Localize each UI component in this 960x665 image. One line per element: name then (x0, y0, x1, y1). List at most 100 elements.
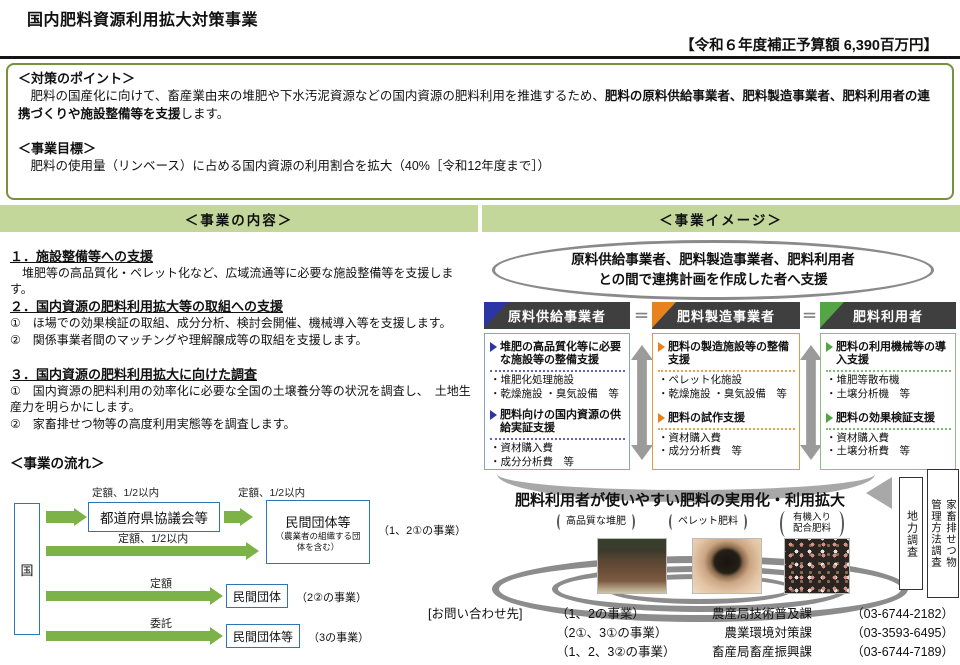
dotted-divider (490, 370, 625, 373)
flow-box-private-org-3: 民間団体等 (226, 624, 300, 648)
dotted-divider (826, 370, 951, 373)
dotted-divider (658, 427, 795, 430)
item2-sub2: ② 関係事業者間のマッチングや理解醸成等の取組を支援します。 (10, 333, 368, 347)
page-title: 国内肥料資源利用拡大対策事業 (27, 12, 259, 29)
contact-tel: （03-3593-6495） (851, 626, 954, 640)
corner-triangle-orange (652, 302, 676, 328)
flow-arrow-2 (224, 511, 240, 523)
partnership-ellipse: 原料供給事業者、肥料製造事業者、肥料利用者 との間で連携計画を作成した者へ支援 (492, 240, 934, 300)
exchange-arrow-icon (631, 345, 653, 460)
equals-sign-2: ＝ (802, 308, 818, 325)
photo-label-pellet: ペレット肥料 (669, 514, 747, 530)
flow-box-private-org-1-label: 民間団体等 (285, 514, 351, 530)
flow-arrow-1 (46, 511, 74, 523)
goal-body: 肥料の使用量（リンベース）に占める国内資源の利用割合を拡大（40%［令和12年度… (18, 159, 551, 174)
flow-note-3: （3の事業） (308, 632, 370, 644)
practical-use-heading: 肥料利用者が使いやすい肥料の実用化・利用拡大 (514, 492, 845, 509)
section-header-image: ＜事業イメージ＞ (482, 205, 960, 232)
points-body: 肥料の国産化に向けて、畜産業由来の堆肥や下水汚泥資源などの国内資源の肥料利用を推… (18, 88, 942, 124)
flow-label-3: 定額、1/2以内 (118, 533, 189, 545)
points-body-bold: 肥料の原料供給事業者、肥料製造事業者、肥料利用者の連携づくりや施設整備等を支援 (18, 89, 930, 122)
survey-box-livestock-waste-line2: 管理方法調査 (930, 499, 942, 568)
support-title: 堆肥の高品質化等に必要な施設等の整備支援 (500, 341, 621, 367)
points-title: ＜対策のポイント＞ (18, 71, 136, 86)
header-divider (0, 56, 960, 59)
survey-box-livestock-waste-line1: 家畜排せつ物 (945, 499, 957, 568)
equals-sign-1: ＝ (634, 308, 650, 325)
column-header-user: 肥料利用者 (820, 302, 956, 329)
points-body-pre: 肥料の国産化に向けて、畜産業由来の堆肥や下水汚泥資源などの国内資源の肥料利用を推… (18, 89, 605, 104)
column-header-manufacturer-label: 肥料製造事業者 (676, 309, 775, 324)
item2-sub1: ① ほ場での効果検証の取組、成分分析、検討会開催、機械導入等を支援します。 (10, 316, 452, 330)
support-item: ・ペレット化施設 (658, 374, 742, 387)
bullet-arrow-icon (826, 342, 833, 352)
column-header-supplier-label: 原料供給事業者 (507, 309, 606, 324)
flow-box-private-org-1-sub: （農業者の組織する団体を含む） (275, 530, 361, 552)
summary-box: ＜対策のポイント＞ 肥料の国産化に向けて、畜産業由来の堆肥や下水汚泥資源などの国… (6, 63, 954, 200)
support-item: ・土壌分析費 等 (826, 445, 910, 458)
flow-arrow-3 (46, 546, 246, 556)
flow-arrow-5 (46, 631, 210, 641)
flow-label-5: 委託 (150, 618, 172, 630)
contact-scope: （2①、3①の事業） (556, 626, 668, 640)
support-item: ・堆肥等散布機 (826, 374, 900, 387)
survey-box-soil-fertility: 地力調査 (899, 477, 923, 590)
photo-pellet-hands (692, 538, 762, 594)
support-item: ・堆肥化処理施設 (490, 374, 574, 387)
support-title: 肥料の製造施設等の整備支援 (668, 341, 789, 367)
flow-box-prefectural-council: 都道府県協議会等 (88, 502, 220, 532)
item3-title: ３．国内資源の肥料利用拡大に向けた調査 (10, 367, 258, 382)
budget-label: 【令和６年度補正予算額 6,390百万円】 (680, 38, 938, 54)
ellipse-line2: との間で連携計画を作成した者へ支援 (598, 272, 828, 287)
column-header-user-label: 肥料利用者 (852, 309, 923, 324)
flow-note-1: （1、2①の事業） (378, 525, 467, 537)
photo-compost (597, 538, 667, 594)
bullet-arrow-icon (826, 412, 833, 423)
flow-title: ＜事業の流れ＞ (10, 456, 105, 471)
flow-box-private-org-1: 民間団体等 （農業者の組織する団体を含む） (266, 500, 370, 564)
photo-label-compost: 高品質な堆肥 (557, 514, 635, 530)
column-header-manufacturer: 肥料製造事業者 (652, 302, 800, 329)
bullet-arrow-icon (490, 342, 497, 352)
flow-box-national: 国 (14, 503, 40, 635)
support-item: ・資材購入費 (490, 442, 553, 455)
flow-label-4: 定額 (150, 578, 172, 590)
item3-sub1: ① 国内資源の肥料利用の効率化に必要な全国の土壌養分等の状況を調査し、 土地生産… (10, 384, 471, 415)
support-item: ・資材購入費 (826, 431, 889, 444)
corner-triangle-blue (484, 302, 508, 328)
support-title: 肥料向けの国内資源の供給実証支援 (500, 408, 621, 434)
contact-tel: （03-6744-7189） (851, 645, 954, 659)
dotted-divider (826, 427, 951, 430)
dotted-divider (490, 438, 625, 441)
support-item: ・乾燥施設 ・臭気設備 等 (658, 388, 787, 401)
bullet-arrow-icon (490, 409, 497, 420)
contact-scope: （1、2の事業） (556, 607, 645, 621)
contact-scope: （1、2、3②の事業） (556, 645, 676, 659)
item2-title: ２．国内資源の肥料利用拡大等の取組への支援 (10, 299, 284, 314)
survey-box-livestock-waste: 家畜排せつ物管理方法調査 (927, 469, 959, 598)
contact-info: [お問い合わせ先] （1、2の事業） 農産局技術普及課 （03-6744-218… (428, 605, 954, 662)
contact-dept: 農業環境対策課 (724, 626, 812, 640)
bullet-arrow-icon (658, 412, 665, 423)
user-support-box: 肥料の利用機械等の導入支援 ・堆肥等散布機 ・土壌分析機 等 肥料の効果検証支援… (820, 333, 956, 470)
exchange-arrow-icon (800, 345, 822, 460)
ellipse-line1: 原料供給事業者、肥料製造事業者、肥料利用者 (571, 252, 855, 268)
contact-label: [お問い合わせ先] (428, 607, 523, 621)
flow-arrow-4 (46, 591, 210, 601)
points-body-post: します。 (180, 107, 230, 122)
survey-box-soil-fertility-label: 地力調査 (905, 509, 918, 558)
section-header-content: ＜事業の内容＞ (0, 205, 478, 232)
flow-label-1: 定額、1/2以内 (92, 487, 160, 499)
contact-dept: 畜産局畜産振興課 (711, 645, 812, 659)
goal-title: ＜事業目標＞ (18, 140, 97, 156)
photo-blended-fertilizer (784, 538, 850, 594)
photo-label-organic-blend: 有機入り配合肥料 (780, 511, 844, 537)
support-item: ・乾燥施設 ・臭気設備 等 (490, 388, 619, 401)
left-arrow-icon (866, 477, 892, 509)
item3-sub2: ② 家畜排せつ物等の高度利用実態等を調査します。 (10, 417, 296, 431)
item1-body: 堆肥等の高品質化・ペレット化など、広域流通等に必要な施設整備等を支援します。 (10, 266, 454, 297)
support-title: 肥料の試作支援 (668, 411, 745, 424)
contact-tel: （03-6744-2182） (851, 607, 954, 621)
support-title: 肥料の利用機械等の導入支援 (836, 341, 946, 367)
